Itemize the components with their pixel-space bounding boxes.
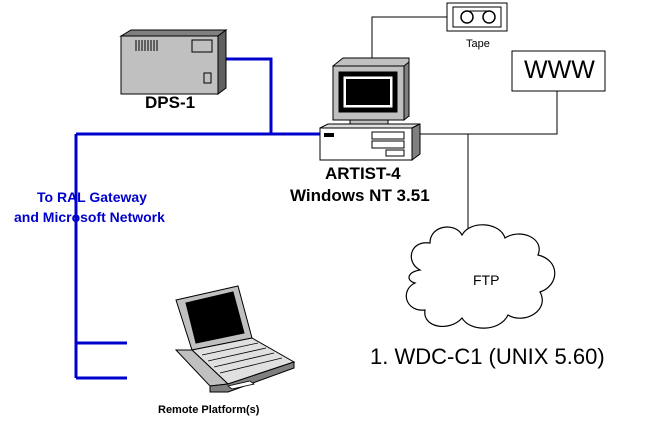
ftp-label: FTP (473, 272, 500, 288)
www-box (511, 50, 606, 92)
blue-network-lines (74, 57, 320, 380)
wdc-label: 1. WDC-C1 (UNIX 5.60) (370, 344, 605, 369)
gateway-label-line2: and Microsoft Network (14, 209, 165, 225)
dps-device-icon (119, 29, 228, 95)
artist-label-line1: ARTIST-4 (325, 164, 401, 183)
artist-label-line2: Windows NT 3.51 (290, 186, 430, 205)
www-label: WWW (524, 56, 595, 84)
tape-label: Tape (466, 38, 490, 50)
black-connection-lines (371, 16, 558, 245)
remote-platform-label: Remote Platform(s) (158, 404, 260, 416)
tape-drive-icon (446, 2, 508, 32)
gateway-label-line1: To RAL Gateway (37, 189, 147, 205)
dps-label: DPS-1 (145, 93, 196, 112)
laptop-icon (174, 285, 296, 393)
cloud-icon (405, 224, 556, 329)
desktop-computer-icon (319, 57, 421, 161)
